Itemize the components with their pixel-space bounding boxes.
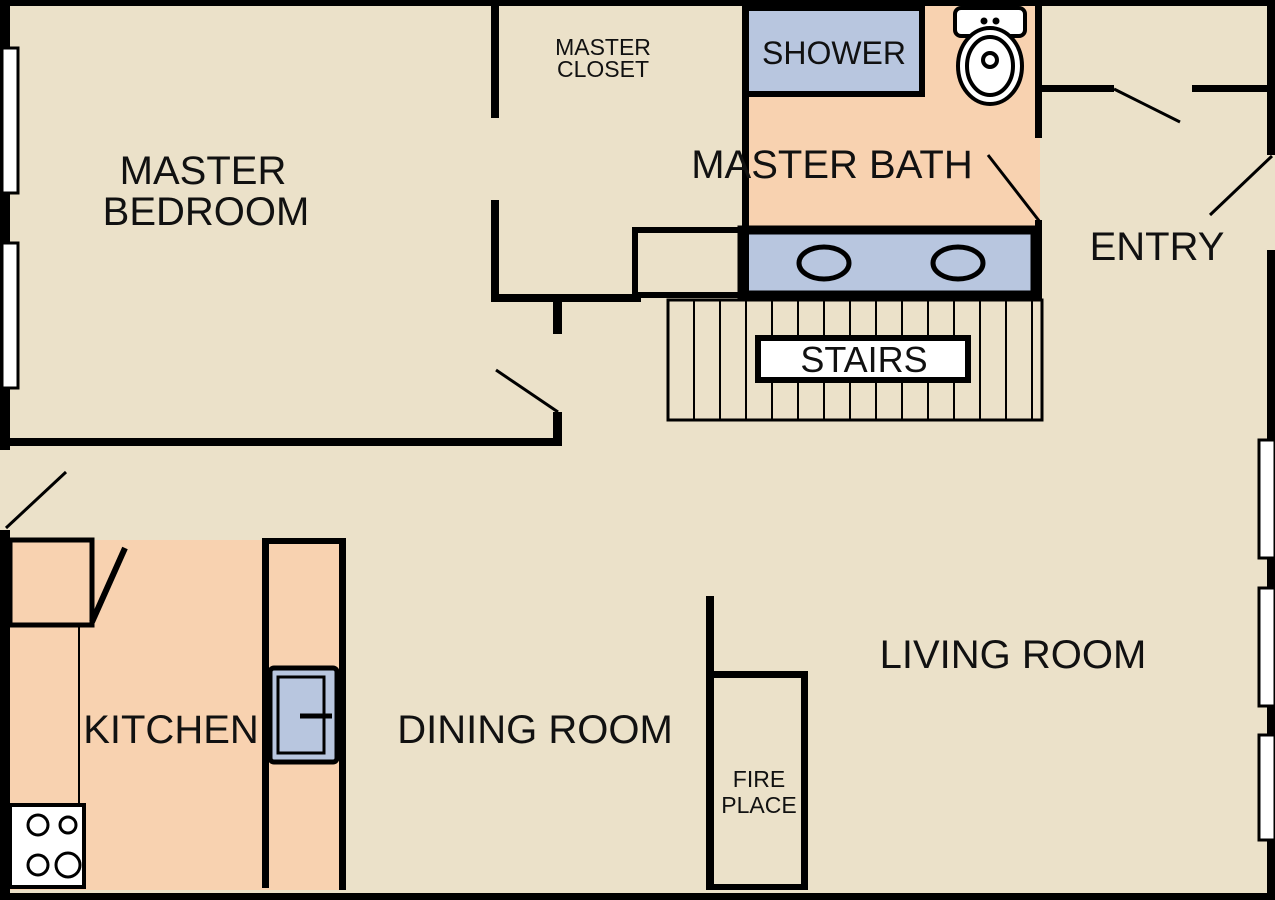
refrigerator xyxy=(7,537,128,628)
master-bath-label: MASTER BATH xyxy=(691,143,973,187)
dining-room-label: DINING ROOM xyxy=(397,708,673,752)
sink-icon xyxy=(267,665,340,765)
master-bedroom-label-line2: BEDROOM xyxy=(103,190,310,234)
window-icon xyxy=(0,46,1275,842)
kitchen-label: KITCHEN xyxy=(83,708,259,752)
fireplace-label-line2: PLACE xyxy=(721,792,796,818)
entry-label: ENTRY xyxy=(1090,225,1225,269)
fireplace-label-line1: FIRE xyxy=(733,766,785,792)
master-closet-label-line1: MASTER xyxy=(555,34,651,60)
shower-fixture xyxy=(742,5,925,97)
vanity-sink-left-icon xyxy=(796,244,852,282)
stairs-label-box xyxy=(755,335,971,383)
stairs-label: STAIRS xyxy=(800,339,927,380)
vanity-counter xyxy=(737,225,1040,300)
stove-icon xyxy=(8,803,86,889)
master-closet-label-line2: CLOSET xyxy=(557,56,649,82)
master-bedroom-label-line1: MASTER xyxy=(120,149,287,193)
door-swing-icon xyxy=(4,87,1274,530)
toilet-icon xyxy=(953,6,1027,106)
vanity-sink-right-icon xyxy=(930,244,986,282)
linen-cabinet xyxy=(632,227,744,298)
shower-label: SHOWER xyxy=(762,35,906,71)
living-room-label: LIVING ROOM xyxy=(880,633,1147,677)
